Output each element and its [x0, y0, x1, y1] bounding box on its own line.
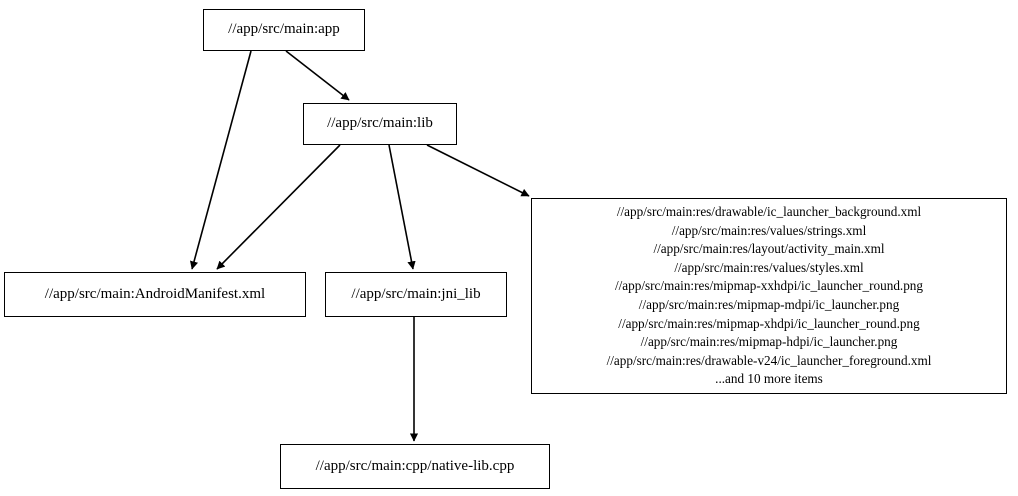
graph-node-native-lib-label: //app/src/main:cpp/native-lib.cpp	[315, 457, 515, 474]
graph-node-jni-lib[interactable]: //app/src/main:jni_lib	[325, 272, 507, 317]
graph-node-androidmanifest-label: //app/src/main:AndroidManifest.xml	[44, 285, 266, 302]
graph-node-resources[interactable]: //app/src/main:res/drawable/ic_launcher_…	[531, 198, 1007, 394]
graph-node-lib-label: //app/src/main:lib	[327, 115, 433, 132]
edge-lib-to-resources	[426, 144, 530, 197]
graph-node-lib[interactable]: //app/src/main:lib	[303, 103, 457, 145]
graph-node-jni-lib-label: //app/src/main:jni_lib	[351, 285, 481, 302]
graph-node-native-lib[interactable]: //app/src/main:cpp/native-lib.cpp	[280, 444, 550, 489]
edge-lib-to-jni-lib	[388, 144, 416, 270]
graph-node-app[interactable]: //app/src/main:app	[203, 9, 365, 51]
graph-node-resources-label: //app/src/main:res/drawable/ic_launcher_…	[606, 203, 932, 387]
edge-lib-to-androidmanifest	[216, 144, 341, 270]
graph-node-app-label: //app/src/main:app	[228, 21, 340, 38]
edge-app-to-lib	[285, 50, 350, 101]
edge-app-to-androidmanifest	[189, 50, 252, 270]
graph-node-androidmanifest[interactable]: //app/src/main:AndroidManifest.xml	[4, 272, 306, 317]
